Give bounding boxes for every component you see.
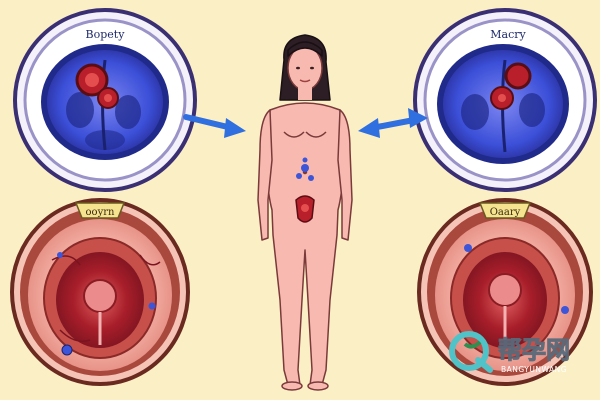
q-logo-icon [449,331,493,373]
watermark-logo: 帮孕网 BANGYUNWANG [449,331,571,374]
organ-markers [295,157,315,223]
label-bottom-left: ooyrn [86,207,115,218]
label-top-right: Macry [490,28,526,41]
label-bottom-right: Oaary [490,207,521,218]
watermark-chinese: 帮孕网 [498,336,570,364]
brain-panel-left: Bopety [13,8,197,192]
watermark-latin: BANGYUNWANG [501,365,567,374]
human-figure [257,34,353,391]
tissue-panel-left: ooyrn [10,198,190,386]
brain-panel-right: Macry [413,8,597,192]
face-details [296,66,314,83]
arrow-right-icon [183,114,246,138]
arrow-bidirectional-icon [358,108,428,138]
label-top-left: Bopety [86,28,126,41]
